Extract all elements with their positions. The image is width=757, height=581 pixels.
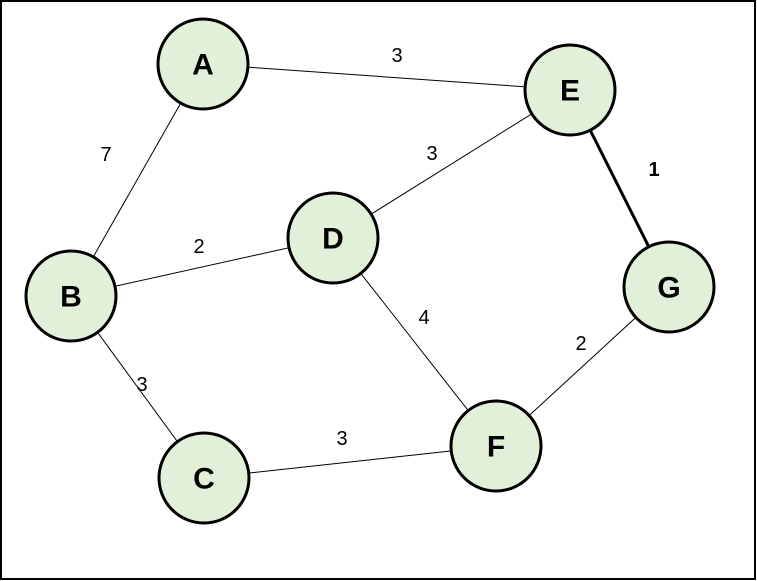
edge-weight-b-d: 2 <box>193 236 204 258</box>
node-f: F <box>449 399 543 493</box>
node-c: C <box>157 431 251 525</box>
edge-weight-a-e: 3 <box>391 45 402 67</box>
node-circle-d <box>286 191 380 285</box>
node-e: E <box>523 43 617 137</box>
edge-a-e <box>202 63 571 91</box>
node-label-c: C <box>193 463 215 496</box>
edge-c-f <box>203 445 497 479</box>
node-a: A <box>156 17 250 111</box>
node-circle-f <box>449 399 543 493</box>
node-label-f: F <box>487 431 505 464</box>
node-label-e: E <box>560 75 580 108</box>
node-label-b: B <box>60 281 82 314</box>
node-circle-e <box>523 43 617 137</box>
node-circle-c <box>157 431 251 525</box>
node-circle-g <box>622 240 716 334</box>
edge-weight-d-e: 3 <box>426 143 437 165</box>
edge-weight-c-f: 3 <box>336 428 347 450</box>
node-label-g: G <box>657 272 680 305</box>
edge-d-e <box>332 89 571 239</box>
node-label-a: A <box>192 49 214 82</box>
node-label-d: D <box>322 223 344 256</box>
node-g: G <box>622 240 716 334</box>
edge-weight-d-f: 4 <box>418 307 429 329</box>
edge-weight-a-b: 7 <box>100 144 111 166</box>
node-circle-b <box>24 249 118 343</box>
nodes-layer: A B C D E F G <box>24 17 716 525</box>
node-d: D <box>286 191 380 285</box>
weights-layer: 3 7 2 3 1 3 4 3 2 <box>100 45 659 450</box>
edge-weight-e-g: 1 <box>648 159 659 181</box>
node-b: B <box>24 249 118 343</box>
edge-weight-b-c: 3 <box>136 374 147 396</box>
edge-weight-f-g: 2 <box>575 333 586 355</box>
node-circle-a <box>156 17 250 111</box>
